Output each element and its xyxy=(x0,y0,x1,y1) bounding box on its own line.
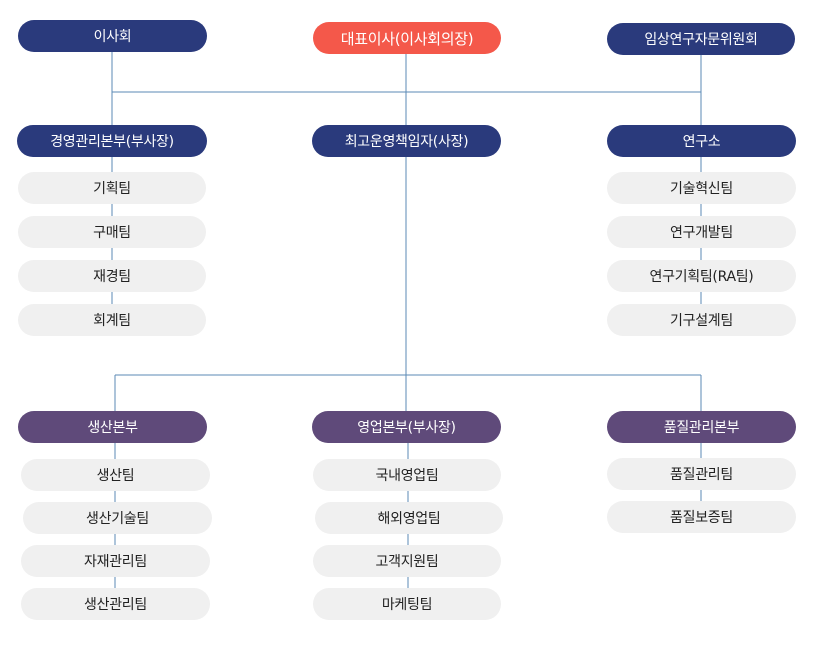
team-box: 구매팀 xyxy=(18,216,206,248)
team-box: 해외영업팀 xyxy=(315,502,503,534)
team-box: 품질관리팀 xyxy=(607,458,796,490)
team-box: 기구설계팀 xyxy=(607,304,796,336)
team-box: 연구개발팀 xyxy=(607,216,796,248)
team-box: 회계팀 xyxy=(18,304,206,336)
team-box: 생산관리팀 xyxy=(21,588,210,620)
quality-division-box: 품질관리본부 xyxy=(607,411,796,443)
team-box: 마케팅팀 xyxy=(313,588,501,620)
team-box: 품질보증팀 xyxy=(607,501,796,533)
team-box: 자재관리팀 xyxy=(21,545,210,577)
research-institute-box: 연구소 xyxy=(607,125,796,157)
board-box: 이사회 xyxy=(18,20,207,52)
production-division-box: 생산본부 xyxy=(18,411,207,443)
team-box: 국내영업팀 xyxy=(313,459,501,491)
ceo-box: 대표이사(이사회의장) xyxy=(313,22,501,54)
coo-box: 최고운영책임자(사장) xyxy=(312,125,501,157)
team-box: 생산팀 xyxy=(21,459,210,491)
team-box: 기획팀 xyxy=(18,172,206,204)
management-division-box: 경영관리본부(부사장) xyxy=(17,125,207,157)
team-box: 기술혁신팀 xyxy=(607,172,796,204)
team-box: 재경팀 xyxy=(18,260,206,292)
team-box: 연구기획팀(RA팀) xyxy=(607,260,796,292)
advisory-committee-box: 임상연구자문위원회 xyxy=(607,23,795,55)
sales-division-box: 영업본부(부사장) xyxy=(312,411,501,443)
team-box: 고객지원팀 xyxy=(313,545,501,577)
team-box: 생산기술팀 xyxy=(23,502,212,534)
